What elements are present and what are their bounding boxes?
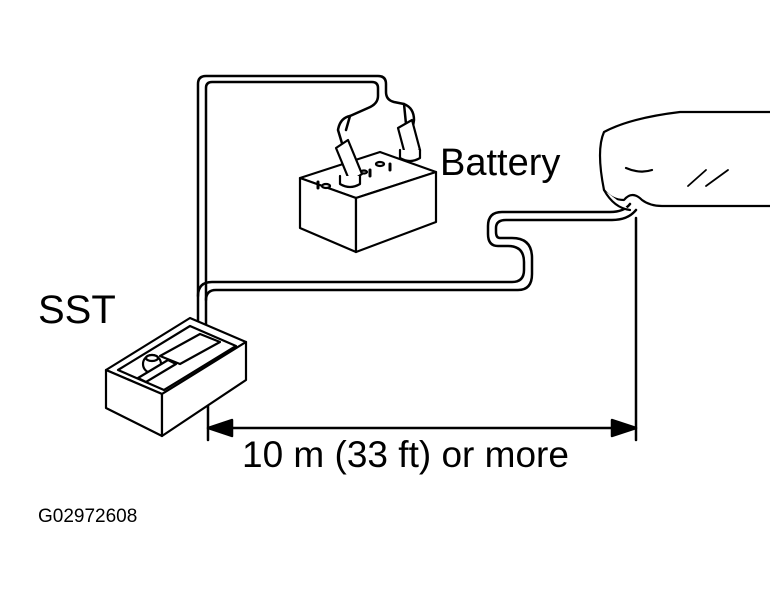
sst-label: SST [38,288,116,332]
battery-clamps [334,118,422,189]
sst-device [104,316,248,438]
cable-to-battery [196,74,416,332]
distance-dimension [206,216,638,442]
distance-label: 10 m (33 ft) or more [242,434,569,475]
cable-to-switch [196,202,638,302]
figure-code: G02972608 [38,506,138,527]
battery-label: Battery [440,142,561,184]
hand-switch [598,110,770,212]
battery [298,150,438,254]
